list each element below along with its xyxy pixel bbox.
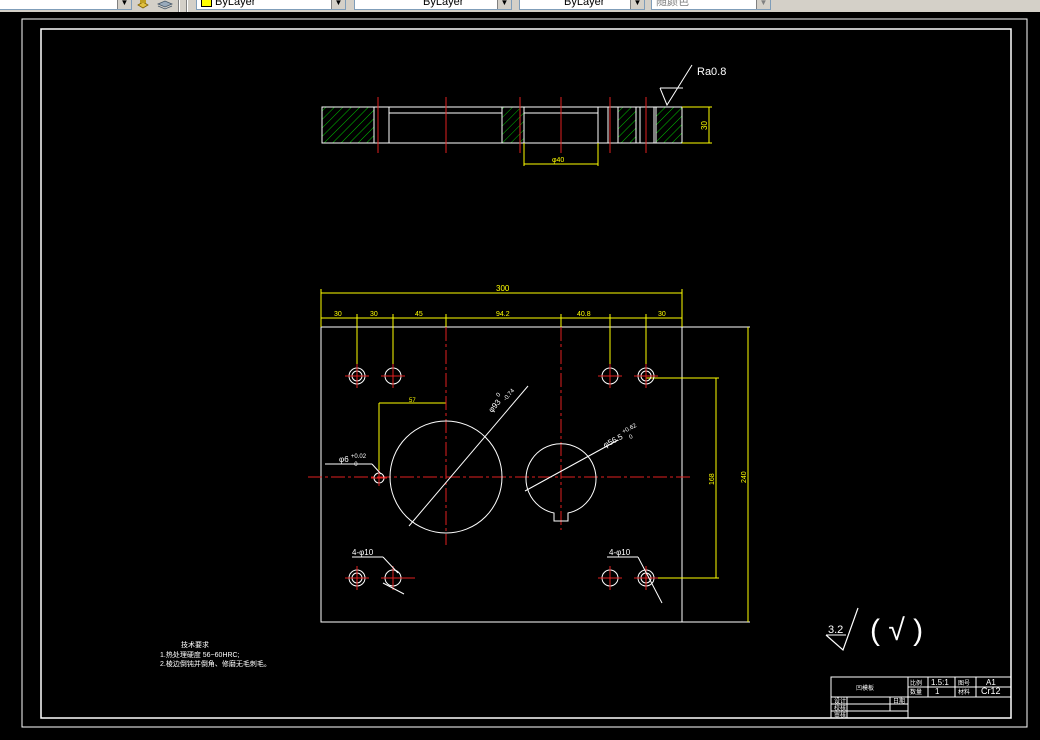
chevron-down-icon[interactable]: ▼ <box>497 0 511 9</box>
med-hole-tol-lower: 0 <box>628 434 634 441</box>
title-block-scale-label: 比例 <box>910 679 922 687</box>
toolbar-separator <box>178 0 180 12</box>
linetype-combo-value: ByLayer <box>423 0 464 8</box>
general-roughness-bracket: ( √ ) <box>870 614 923 647</box>
section-view: Ra0.8 30 φ40 <box>321 64 726 166</box>
height-dim: 240 <box>741 471 748 483</box>
title-block-date-label: 日期 <box>893 697 905 705</box>
properties-toolbar: ▼ ByLayer ▼ ByLayer ▼ ByLayer ▼ 随颜色 ▼ <box>0 0 1040 13</box>
outer-border <box>21 18 1028 728</box>
chain-dim-5: 40.8 <box>577 311 591 318</box>
chevron-down-icon[interactable]: ▼ <box>756 0 770 9</box>
width-dim: 300 <box>496 284 510 293</box>
med-hole-dim-main: φ56.5 <box>602 432 625 450</box>
chain-dim-4: 94.2 <box>496 311 510 318</box>
color-swatch <box>201 0 212 7</box>
cad-drawing: Ra0.8 30 φ40 <box>21 18 1028 728</box>
plotstyle-combo-value: 随颜色 <box>656 0 689 8</box>
color-combo[interactable]: ByLayer ▼ <box>196 0 346 10</box>
big-hole <box>389 420 503 534</box>
title-block-sheet-label: 图号 <box>958 680 970 687</box>
title-block-material-label: 材料 <box>958 688 970 696</box>
color-combo-value: ByLayer <box>215 0 256 8</box>
title-block-qty-label: 数量 <box>910 688 922 696</box>
holes-left-label: 4-φ10 <box>352 548 374 557</box>
holes-right-label: 4-φ10 <box>609 548 631 557</box>
chain-dim-6: 30 <box>658 311 666 318</box>
bore-dim: φ40 <box>552 157 564 164</box>
general-roughness: 3.2 ( √ ) <box>825 607 923 652</box>
inner-border <box>40 28 1012 719</box>
chain-dim-1: 30 <box>334 311 342 318</box>
tech-req-title: 技术要求 <box>181 640 209 649</box>
big-hole-dim: φ93 0 -0.74 <box>483 381 517 417</box>
lineweight-combo[interactable]: ByLayer ▼ <box>519 0 645 10</box>
drawing-canvas[interactable]: Ra0.8 30 φ40 <box>0 12 1040 740</box>
toolbar-separator <box>186 0 188 12</box>
title-block-material-value: Cr12 <box>981 686 1001 696</box>
title-block-qty-value: 1 <box>935 687 940 696</box>
title-block-sheet-value: A1 <box>986 678 996 687</box>
layer-combo[interactable]: ▼ <box>0 0 132 10</box>
big-hole-tol-upper: 0 <box>496 392 503 399</box>
pin-hole-tol: +0.02 <box>351 454 367 460</box>
general-roughness-value: 3.2 <box>828 624 843 636</box>
layer-state-icon[interactable] <box>136 0 150 10</box>
big-hole-dim-main: φ93 <box>487 397 503 414</box>
title-block-checker-label: 校核 <box>834 704 846 712</box>
plotstyle-combo[interactable]: 随颜色 ▼ <box>651 0 771 10</box>
roughness-label: Ra0.8 <box>697 66 726 78</box>
chevron-down-icon[interactable]: ▼ <box>331 0 345 9</box>
pin-hole-dim: φ6 +0.02 0 <box>339 451 368 468</box>
thickness-dim: 30 <box>700 121 709 130</box>
title-block-reviewer-label: 审核 <box>834 711 846 719</box>
med-hole-dim: φ56.5 +0.62 0 <box>600 419 644 453</box>
tech-req-1: 1.热处理硬度 56~60HRC; <box>160 650 240 659</box>
med-hole-tol-upper: +0.62 <box>622 423 639 436</box>
layers-stack-icon[interactable] <box>157 0 173 10</box>
chain-dim-2: 30 <box>370 311 378 318</box>
big-hole-tol-lower: -0.74 <box>503 388 517 403</box>
plan-view: 300 30 30 45 94.2 40.8 30 240 168 57 <box>308 284 750 623</box>
linetype-combo[interactable]: ByLayer ▼ <box>354 0 512 10</box>
pin-hole-dim-main: φ6 <box>339 455 349 464</box>
keyed-hole <box>525 443 597 522</box>
chevron-down-icon[interactable]: ▼ <box>630 0 644 9</box>
chain-dim-3: 45 <box>415 311 423 318</box>
chevron-down-icon[interactable]: ▼ <box>117 0 131 9</box>
tech-req-2: 2.棱边倒钝并倒角、修磨无毛刺毛。 <box>160 659 271 668</box>
title-block <box>830 676 1012 719</box>
lineweight-combo-value: ByLayer <box>564 0 605 8</box>
offset-dim: 168 <box>709 473 716 485</box>
pin-hole-tol-lower: 0 <box>354 462 358 468</box>
title-block-designer-label: 设计 <box>834 697 846 705</box>
title-block-scale-value: 1.5:1 <box>931 678 949 687</box>
title-block-name: 凹模板 <box>856 684 874 692</box>
small-dim: 57 <box>409 398 416 404</box>
